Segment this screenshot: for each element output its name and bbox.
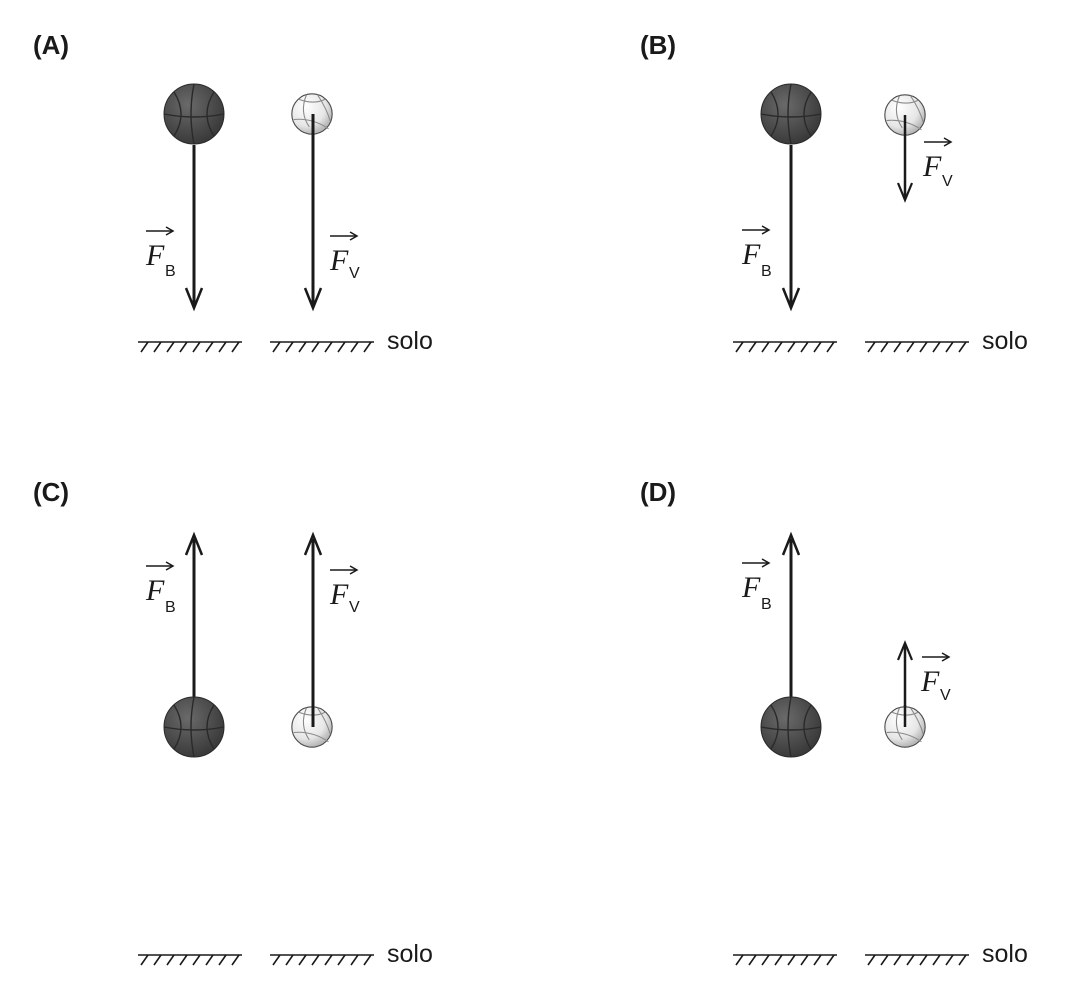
force-subscript-basketball-d: B xyxy=(761,596,772,613)
force-label-basketball-d: F B xyxy=(741,558,772,613)
ground-label-c: solo xyxy=(387,940,433,968)
panel-a: (A) F B F V solo xyxy=(33,30,433,355)
basketball-d xyxy=(760,696,822,758)
ground-label-a: solo xyxy=(387,327,433,355)
force-symbol-basketball-d: F xyxy=(741,571,761,604)
panel-d: (D) F B F V solo xyxy=(640,477,1028,968)
basketball-a xyxy=(163,83,225,145)
force-subscript-volleyball-c: V xyxy=(349,599,360,616)
ground-d xyxy=(733,954,969,966)
force-symbol-volleyball-d: F xyxy=(920,665,940,698)
arrowhead-volleyball-c xyxy=(303,531,323,556)
ground-a xyxy=(138,341,374,353)
force-label-volleyball-c: F V xyxy=(329,565,360,616)
panel-label-a: (A) xyxy=(33,30,69,60)
ground-c xyxy=(138,954,374,966)
basketball-c xyxy=(163,696,225,758)
force-subscript-basketball-b: B xyxy=(761,263,772,280)
force-symbol-volleyball-a: F xyxy=(329,244,349,277)
force-subscript-volleyball-d: V xyxy=(940,687,951,704)
arrowhead-basketball-b xyxy=(781,287,801,312)
arrowhead-volleyball-d xyxy=(896,640,914,661)
arrowhead-volleyball-b xyxy=(896,182,914,203)
force-symbol-basketball-a: F xyxy=(145,239,165,272)
arrowhead-basketball-c xyxy=(184,531,204,556)
force-symbol-basketball-b: F xyxy=(741,238,761,271)
panel-b: (B) F B F V solo xyxy=(640,30,1028,355)
panel-label-c: (C) xyxy=(33,477,69,507)
ground-label-d: solo xyxy=(982,940,1028,968)
ground-b xyxy=(733,341,969,353)
force-subscript-basketball-c: B xyxy=(165,599,176,616)
force-symbol-volleyball-b: F xyxy=(922,150,942,183)
force-label-volleyball-b: F V xyxy=(922,137,953,190)
force-label-volleyball-d: F V xyxy=(920,652,951,704)
force-subscript-basketball-a: B xyxy=(165,263,176,280)
force-label-basketball-c: F B xyxy=(145,561,176,616)
basketball-b xyxy=(760,83,822,145)
panel-c: (C) F B F V solo xyxy=(33,477,433,968)
force-subscript-volleyball-b: V xyxy=(942,173,953,190)
force-label-volleyball-a: F V xyxy=(329,231,360,282)
panel-label-b: (B) xyxy=(640,30,676,60)
force-symbol-volleyball-c: F xyxy=(329,578,349,611)
force-label-basketball-a: F B xyxy=(145,226,176,280)
ground-label-b: solo xyxy=(982,327,1028,355)
arrowhead-basketball-a xyxy=(184,287,204,312)
force-symbol-basketball-c: F xyxy=(145,574,165,607)
force-subscript-volleyball-a: V xyxy=(349,265,360,282)
force-label-basketball-b: F B xyxy=(741,225,772,280)
panel-label-d: (D) xyxy=(640,477,676,507)
arrowhead-basketball-d xyxy=(781,531,801,556)
arrowhead-volleyball-a xyxy=(303,287,323,312)
